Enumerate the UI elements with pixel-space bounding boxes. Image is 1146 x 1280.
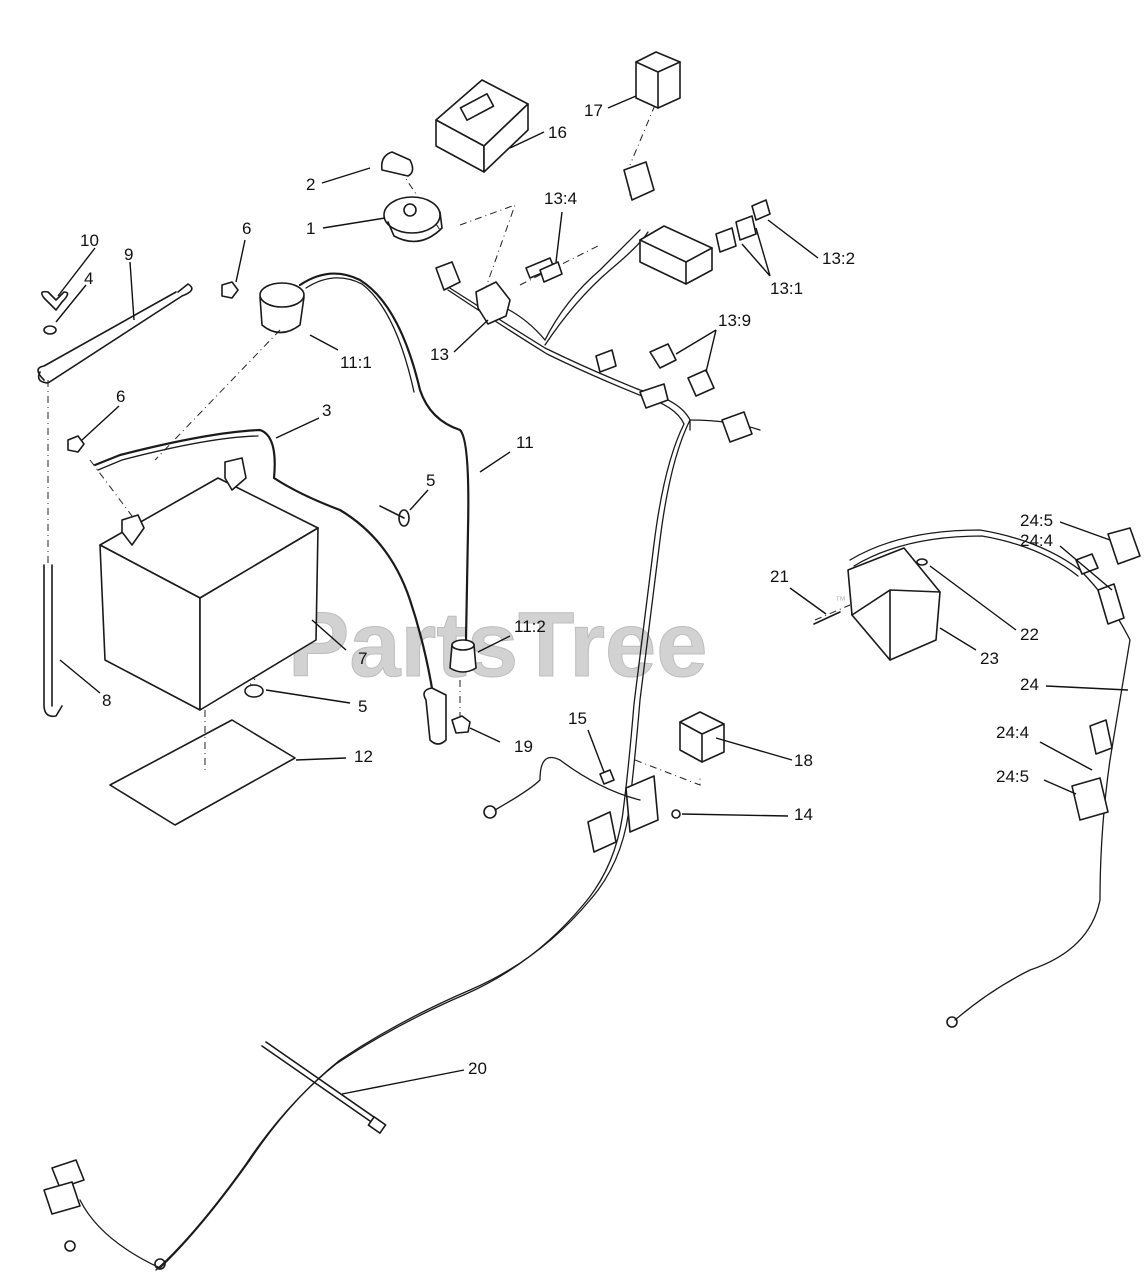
watermark-trademark: ™ <box>835 595 846 607</box>
cable-boot <box>449 639 477 673</box>
hold-down-rod <box>43 564 63 718</box>
callout-5a: 5 <box>426 471 435 490</box>
callout-11-1: 11:1 <box>340 353 372 372</box>
callout-11-2: 11:2 <box>514 617 546 636</box>
washer-22 <box>916 558 928 566</box>
key <box>380 151 414 177</box>
switch-module <box>639 199 771 285</box>
nut-15 <box>599 769 615 785</box>
nut-left <box>67 435 85 453</box>
leader-lines <box>55 95 1129 1095</box>
relay-connectors <box>649 343 753 443</box>
relay-bracket <box>483 756 659 853</box>
callout-24-4a: 24:4 <box>1020 531 1053 550</box>
nut-top <box>221 281 239 299</box>
callout-12: 12 <box>354 747 373 766</box>
hour-meter <box>435 79 529 173</box>
callout-24-5b: 24:5 <box>996 767 1029 786</box>
callout-13-9: 13:9 <box>718 311 751 330</box>
callout-5b: 5 <box>358 697 367 716</box>
callout-8: 8 <box>102 691 111 710</box>
control-module <box>847 547 941 661</box>
seat-switch <box>635 51 681 109</box>
ignition-switch <box>383 196 443 243</box>
callout-22: 22 <box>1020 625 1039 644</box>
callout-24-4b: 24:4 <box>996 723 1029 742</box>
harness-connector-13-4 <box>539 261 563 283</box>
callout-19: 19 <box>514 737 533 756</box>
callout-13: 13 <box>430 345 449 364</box>
battery-tray <box>109 719 296 826</box>
callout-13-2: 13:2 <box>822 249 855 268</box>
callout-7: 7 <box>358 649 367 668</box>
callout-1: 1 <box>306 219 315 238</box>
callout-labels: 1 2 3 4 5 5 6 6 7 8 9 10 11 11:1 11:2 12… <box>80 101 1053 1078</box>
terminal-boot <box>259 282 305 334</box>
callout-13-4: 13:4 <box>544 189 577 208</box>
right-harness <box>849 527 1141 1028</box>
callout-13-1: 13:1 <box>770 279 803 298</box>
relay <box>679 711 725 763</box>
callout-4: 4 <box>84 269 93 288</box>
cable-tie <box>261 1041 385 1129</box>
callout-23: 23 <box>980 649 999 668</box>
callout-24-5a: 24:5 <box>1020 511 1053 530</box>
callout-6a: 6 <box>242 219 251 238</box>
callout-14: 14 <box>794 805 813 824</box>
wing-nut <box>40 290 69 311</box>
callout-16: 16 <box>548 123 567 142</box>
callout-17: 17 <box>584 101 603 120</box>
battery <box>99 457 319 711</box>
callout-11: 11 <box>516 433 534 452</box>
callout-15: 15 <box>568 709 587 728</box>
nut-19 <box>451 715 471 734</box>
callout-3: 3 <box>322 401 331 420</box>
callout-20: 20 <box>468 1059 487 1078</box>
callout-18: 18 <box>794 751 813 770</box>
callout-21: 21 <box>770 567 789 586</box>
positive-cable <box>298 272 470 642</box>
washer <box>43 325 57 335</box>
screw-21 <box>813 611 841 625</box>
callout-9: 9 <box>124 245 133 264</box>
callout-6b: 6 <box>116 387 125 406</box>
bolt-top <box>379 505 410 527</box>
bolt-bottom <box>244 684 264 698</box>
callout-24: 24 <box>1020 675 1039 694</box>
hold-down-bracket <box>37 283 193 384</box>
harness-end-connectors <box>43 1159 166 1270</box>
callout-10: 10 <box>80 231 99 250</box>
negative-cable <box>93 428 440 732</box>
watermark-text: PartsTree <box>288 594 707 696</box>
callout-2: 2 <box>306 175 315 194</box>
